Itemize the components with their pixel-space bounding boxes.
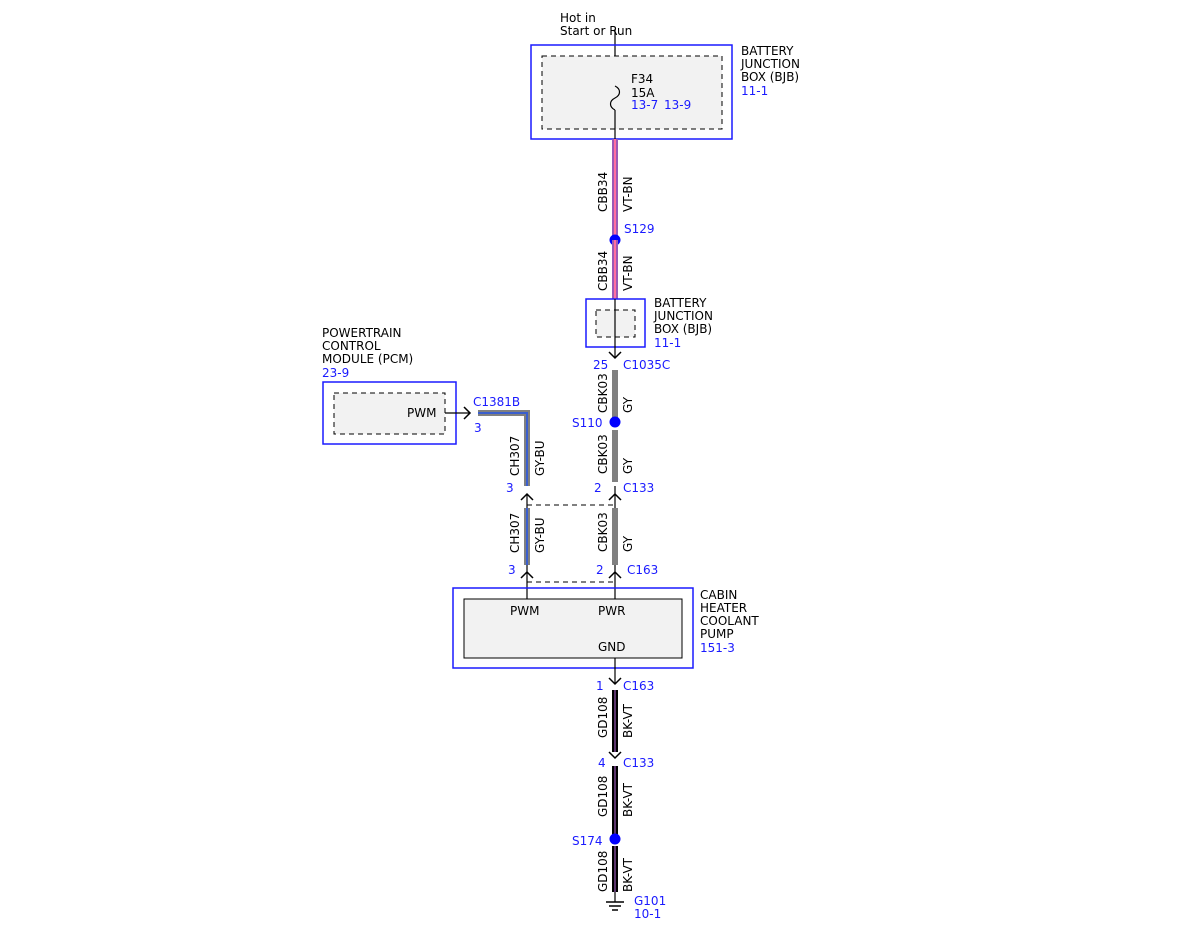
connector-c133-gnd-pin: 4 [598, 756, 606, 770]
splice-s110-label[interactable]: S110 [572, 416, 603, 430]
splice-s110[interactable] [609, 416, 621, 428]
wire-gd108-upper-color: BK-VT [621, 703, 635, 738]
pcm-internal [333, 392, 446, 435]
bjb-top-name-line2: JUNCTION [740, 57, 800, 71]
connector-c1381b-pin: 3 [474, 421, 482, 435]
pcm-ref[interactable]: 23-9 [322, 366, 349, 380]
connector-c133-gnd-icon [608, 751, 622, 760]
wire-cbk03-middle[interactable] [612, 430, 618, 482]
wire-cbk03-middle-color: GY [621, 457, 635, 474]
bjb-top-ref[interactable]: 11-1 [741, 84, 768, 98]
pcm-name-line3: MODULE (PCM) [322, 352, 413, 366]
pump-pin-pwr: PWR [598, 604, 625, 618]
wire-cbk03-lower-color: GY [621, 535, 635, 552]
connector-c1035c-label[interactable]: C1035C [623, 358, 670, 372]
wire-cbk03-middle-circuit: CBK03 [596, 434, 610, 474]
wire-gd108-lower-color: BK-VT [621, 857, 635, 892]
bjb-mid-ref[interactable]: 11-1 [654, 336, 681, 350]
wire-gd108-lower-circuit: GD108 [596, 851, 610, 892]
pump-ref[interactable]: 151-3 [700, 641, 735, 655]
connector-c163-gnd-icon [608, 677, 622, 686]
wire-ch307-lower-circuit: CH307 [508, 513, 522, 553]
bjb-top-outline[interactable] [530, 44, 733, 140]
pcm-name-line2: CONTROL [322, 339, 381, 353]
wire-cbb34-lower[interactable] [612, 240, 618, 299]
pump-internal [463, 598, 683, 659]
connector-c163-pwr-pin: 2 [596, 563, 604, 577]
pump-name-line3: COOLANT [700, 614, 759, 628]
connector-c133-label[interactable]: C133 [623, 481, 654, 495]
ground-ref[interactable]: 10-1 [634, 907, 661, 921]
bjb-top-internal [541, 55, 723, 130]
connector-c133-gnd-label[interactable]: C133 [623, 756, 654, 770]
pump-outline[interactable] [452, 587, 694, 669]
wire-cbb34-lower-color: VT-BN [621, 255, 635, 291]
wire-ch307-lower-color: GY-BU [533, 517, 547, 553]
wire-cbb34-upper-color: VT-BN [621, 176, 635, 212]
wire-gd108-middle-circuit: GD108 [596, 776, 610, 817]
connector-c133-pwm-pin: 3 [506, 481, 514, 495]
wire-cbb34-lower-circuit: CBB34 [596, 251, 610, 291]
pump-pin-pwm: PWM [510, 604, 539, 618]
wire-ch307-lower[interactable] [524, 508, 530, 565]
supply-label-line1: Hot in [560, 11, 596, 25]
fuse-ref-1[interactable]: 13-7 [631, 98, 658, 112]
bjb-mid-name-line1: BATTERY [654, 296, 707, 310]
connector-c133-pwr-pin: 2 [594, 481, 602, 495]
connector-c1035c-icon [608, 351, 622, 360]
fuse-rating: 15A [631, 86, 655, 100]
wire-gd108-lower[interactable] [612, 846, 618, 892]
wire-cbk03-upper-circuit: CBK03 [596, 373, 610, 413]
bjb-mid-name-line2: JUNCTION [653, 309, 713, 323]
fuse-f34-icon [609, 85, 621, 111]
wire-ch307-upper-color: GY-BU [533, 440, 547, 476]
wire-ch307-upper[interactable] [478, 410, 530, 486]
wire-cbb34-upper[interactable] [612, 139, 618, 240]
ground-icon[interactable] [606, 892, 624, 911]
splice-s174-label[interactable]: S174 [572, 834, 603, 848]
bjb-top-name-line1: BATTERY [741, 44, 794, 58]
pump-name-line2: HEATER [700, 601, 747, 615]
pump-pin-gnd: GND [598, 640, 626, 654]
splice-s174[interactable] [609, 833, 621, 845]
wire-cbk03-lower[interactable] [612, 508, 618, 565]
connector-c163-pwm-pin: 3 [508, 563, 516, 577]
wire-cbk03-upper-color: GY [621, 396, 635, 413]
fuse-ref-2[interactable]: 13-9 [664, 98, 691, 112]
connector-c1035c-pin: 25 [593, 358, 608, 372]
wire-cbb34-upper-circuit: CBB34 [596, 172, 610, 212]
connector-c1381b-label[interactable]: C1381B [473, 395, 520, 409]
wire-ch307-upper-circuit: CH307 [508, 436, 522, 476]
wire-gd108-upper[interactable] [612, 690, 618, 752]
bjb-mid-name-line3: BOX (BJB) [654, 322, 712, 336]
connector-c1381b-icon [463, 406, 472, 420]
pump-name-line1: CABIN [700, 588, 737, 602]
wire-cbk03-upper[interactable] [612, 370, 618, 422]
pump-name-line4: PUMP [700, 627, 734, 641]
connector-c163-label[interactable]: C163 [627, 563, 658, 577]
wire-gd108-middle[interactable] [612, 766, 618, 839]
connector-c163-gnd-label[interactable]: C163 [623, 679, 654, 693]
supply-label-line2: Start or Run [560, 24, 632, 38]
pcm-name-line1: POWERTRAIN [322, 326, 402, 340]
bjb-top-name-line3: BOX (BJB) [741, 70, 799, 84]
splice-s129-label[interactable]: S129 [624, 222, 655, 236]
wire-gd108-middle-color: BK-VT [621, 782, 635, 817]
connector-c163-gnd-pin: 1 [596, 679, 604, 693]
wire-gd108-upper-circuit: GD108 [596, 697, 610, 738]
wire-cbk03-lower-circuit: CBK03 [596, 512, 610, 552]
pcm-pin-pwm: PWM [407, 406, 436, 420]
ground-name[interactable]: G101 [634, 894, 666, 908]
fuse-name: F34 [631, 72, 653, 86]
